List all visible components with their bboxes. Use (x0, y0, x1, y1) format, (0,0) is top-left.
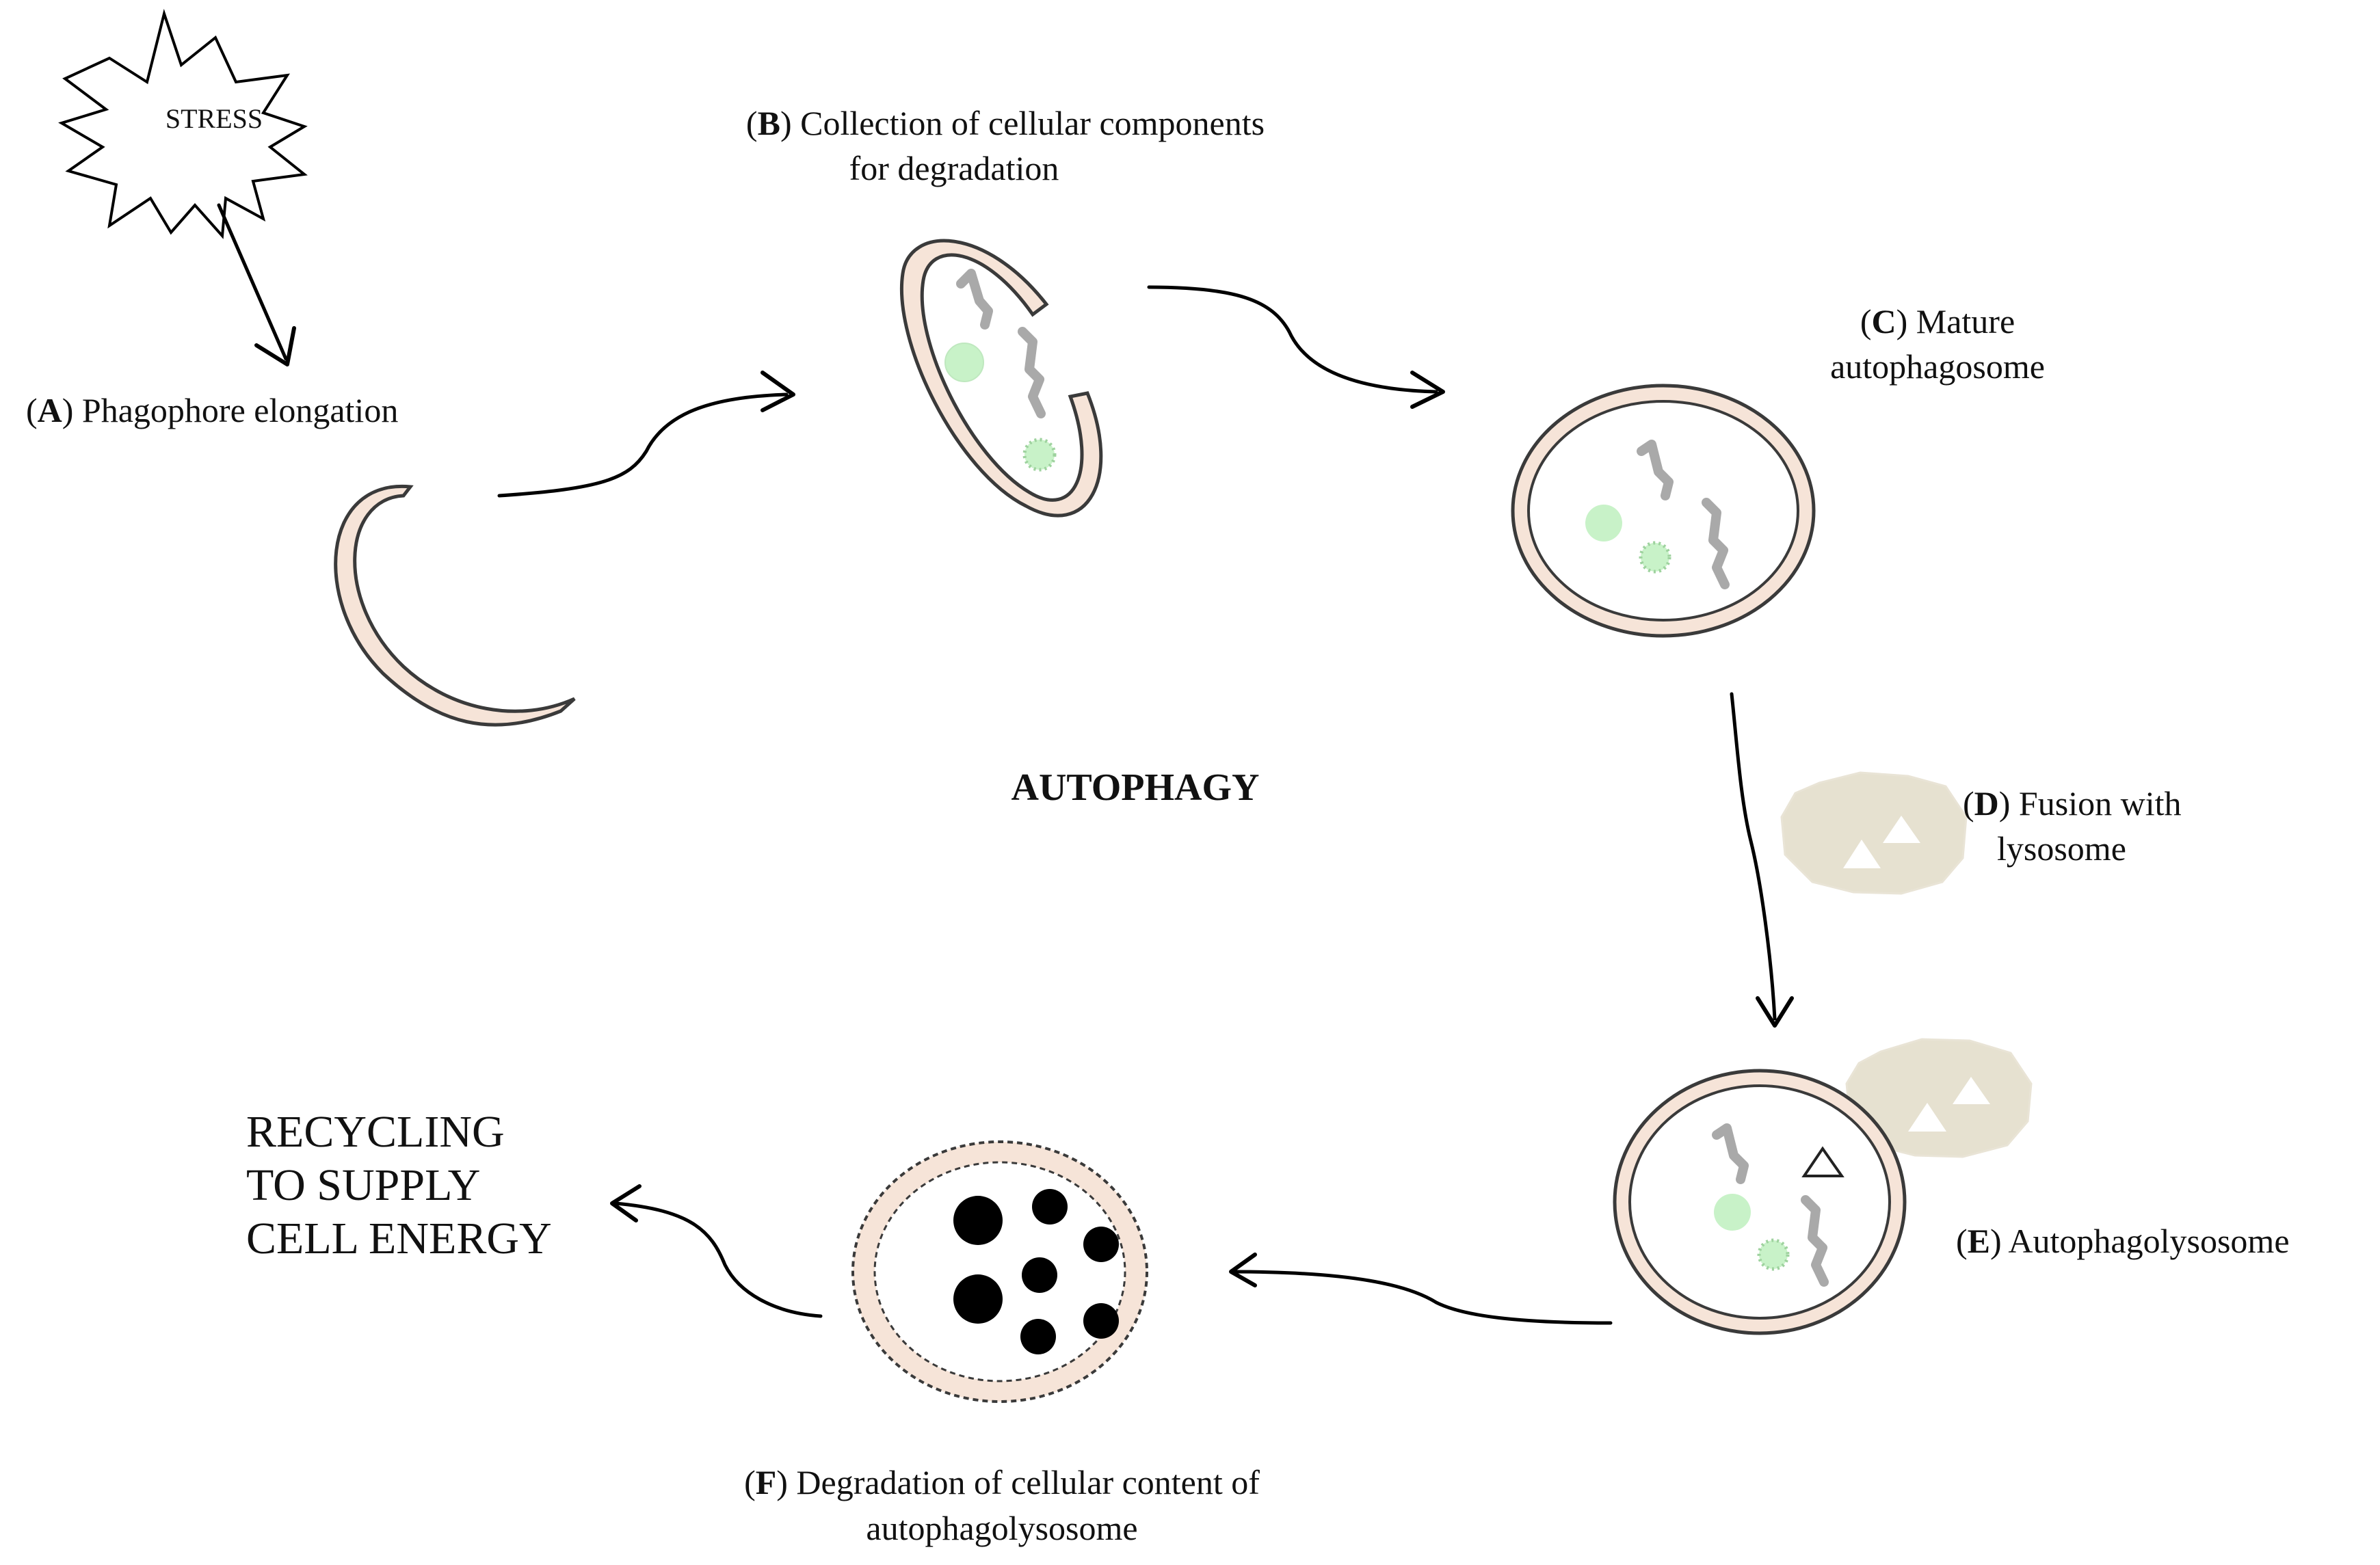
autophagolysosome (1613, 1069, 1907, 1335)
degradation-vesicle (851, 1140, 1148, 1403)
lysosome (1780, 771, 1968, 895)
recycling-line3: CELL ENERGY (246, 1214, 552, 1263)
phagophore (334, 485, 576, 727)
lysosomal-enzyme-icon (1801, 1146, 1844, 1177)
arrow-c-to-e (1730, 692, 1794, 1028)
cargo-vesicle (1585, 505, 1622, 541)
protein-fragment (1018, 327, 1046, 418)
step-d-label-line1: (D) Fusion with (1963, 784, 2181, 822)
lysosomal-enzyme-icon (1843, 840, 1881, 868)
collecting-vesicle (900, 239, 1103, 518)
cargo-vesicle (1714, 1194, 1751, 1231)
degraded-particle (1083, 1227, 1119, 1262)
step-c-label-line1: (C) Mature (1860, 302, 2015, 340)
recycling-line1: RECYCLING (246, 1107, 505, 1157)
step-f-label-line1: (F) Degradation of cellular content of (744, 1463, 1260, 1501)
arrow-e-to-f (1229, 1253, 1613, 1325)
step-a-label: (A) Phagophore elongation (26, 391, 398, 429)
protein-fragment (1712, 1123, 1749, 1184)
recycling-line2: TO SUPPLY (246, 1160, 480, 1210)
step-e-label: (E) Autophagolysosome (1956, 1222, 2290, 1260)
arrow-f-to-recycling (610, 1184, 823, 1318)
cargo-spiky-particle (1022, 438, 1057, 472)
arrow-stress-to-a (217, 203, 296, 366)
cargo-vesicle (944, 343, 984, 382)
step-b-label-line2: for degradation (849, 149, 1059, 187)
diagram-title: AUTOPHAGY (1012, 766, 1260, 809)
degraded-particle (1083, 1303, 1119, 1339)
cargo-spiky-particle (1639, 541, 1671, 574)
step-d-label-line2: lysosome (1997, 829, 2126, 868)
mature-autophagosome (1511, 384, 1816, 638)
protein-fragment (956, 269, 993, 330)
lysosomal-enzyme-icon (1883, 816, 1920, 843)
step-f-label-line2: autophagolysosome (866, 1509, 1137, 1547)
lysosomal-enzyme-icon (1953, 1077, 1990, 1104)
protein-fragment (1637, 440, 1674, 500)
protein-fragment (1801, 1195, 1829, 1287)
degraded-particle (1022, 1257, 1057, 1293)
degraded-particle (1032, 1189, 1068, 1225)
step-c-label-line2: autophagosome (1830, 347, 2045, 386)
degraded-particle (953, 1274, 1003, 1324)
degraded-particle (953, 1196, 1003, 1245)
stress-label: STRESS (166, 103, 263, 134)
degraded-particle (1020, 1319, 1056, 1354)
step-b-label-line1: (B) Collection of cellular components (746, 104, 1265, 142)
fusing-lysosome (1845, 1038, 2033, 1158)
cargo-spiky-particle (1757, 1238, 1790, 1271)
lysosomal-enzyme-icon (1908, 1103, 1946, 1132)
protein-fragment (1702, 498, 1730, 589)
arrow-b-to-c (1147, 285, 1445, 409)
stress-starburst: STRESS (58, 8, 308, 239)
arrow-a-to-b (497, 371, 795, 498)
